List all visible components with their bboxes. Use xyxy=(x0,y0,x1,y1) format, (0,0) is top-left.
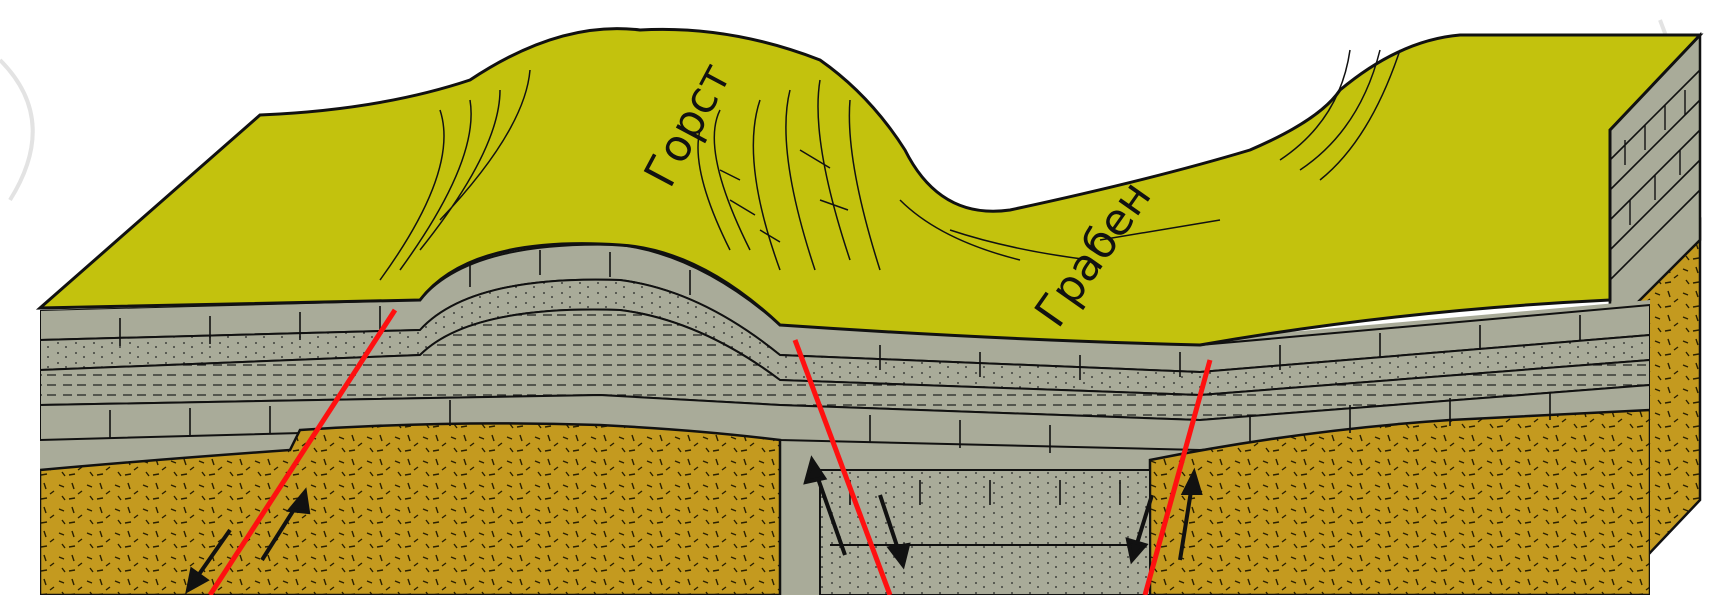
ground-surface xyxy=(40,29,1700,345)
